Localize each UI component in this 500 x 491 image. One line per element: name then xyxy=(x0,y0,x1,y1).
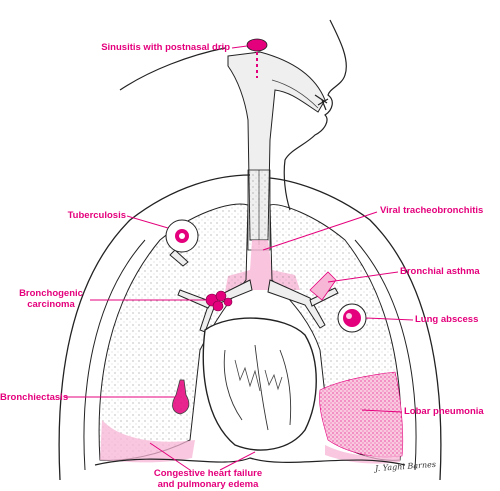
pulmonary-edema-right xyxy=(100,420,195,463)
bronchiectasis-lesion xyxy=(172,379,190,415)
label-lung-abscess: Lung abscess xyxy=(415,314,479,325)
label-bronchial-asthma: Bronchial asthma xyxy=(400,266,480,277)
label-viral-tracheobronchitis: Viral tracheobronchitis xyxy=(380,205,484,216)
tuberculosis-lesion xyxy=(165,219,199,253)
sinus-lesion xyxy=(246,38,268,78)
label-sinusitis: Sinusitis with postnasal drip xyxy=(101,42,230,53)
label-bronchiectasis: Bronchiectasis xyxy=(0,392,69,403)
diaphragm xyxy=(94,457,406,466)
label-lobar-pneumonia: Lobar pneumonia xyxy=(404,406,484,417)
label-congestive-heart-failure: Congestive heart failure and pulmonary e… xyxy=(138,468,278,490)
label-bronchogenic-carcinoma-line1: Bronchogenic xyxy=(19,288,83,299)
carcinoma-lesion xyxy=(205,290,233,312)
lobar-pneumonia-lesion xyxy=(319,371,404,458)
asthma-bronchus xyxy=(309,271,337,301)
label-chf-line1: Congestive heart failure xyxy=(153,468,263,479)
head-outline xyxy=(119,19,347,211)
label-tuberculosis: Tuberculosis xyxy=(67,210,126,221)
heart xyxy=(202,317,317,451)
label-bronchogenic-carcinoma-line2: carcinoma xyxy=(27,299,75,310)
lung-abscess-lesion xyxy=(337,303,367,333)
chest-wall xyxy=(58,174,442,481)
pulmonary-edema-left xyxy=(325,445,400,464)
label-chf-line2: and pulmonary edema xyxy=(157,479,259,490)
leader-lines xyxy=(64,45,414,471)
label-bronchogenic-carcinoma: Bronchogenic carcinoma xyxy=(15,288,87,310)
